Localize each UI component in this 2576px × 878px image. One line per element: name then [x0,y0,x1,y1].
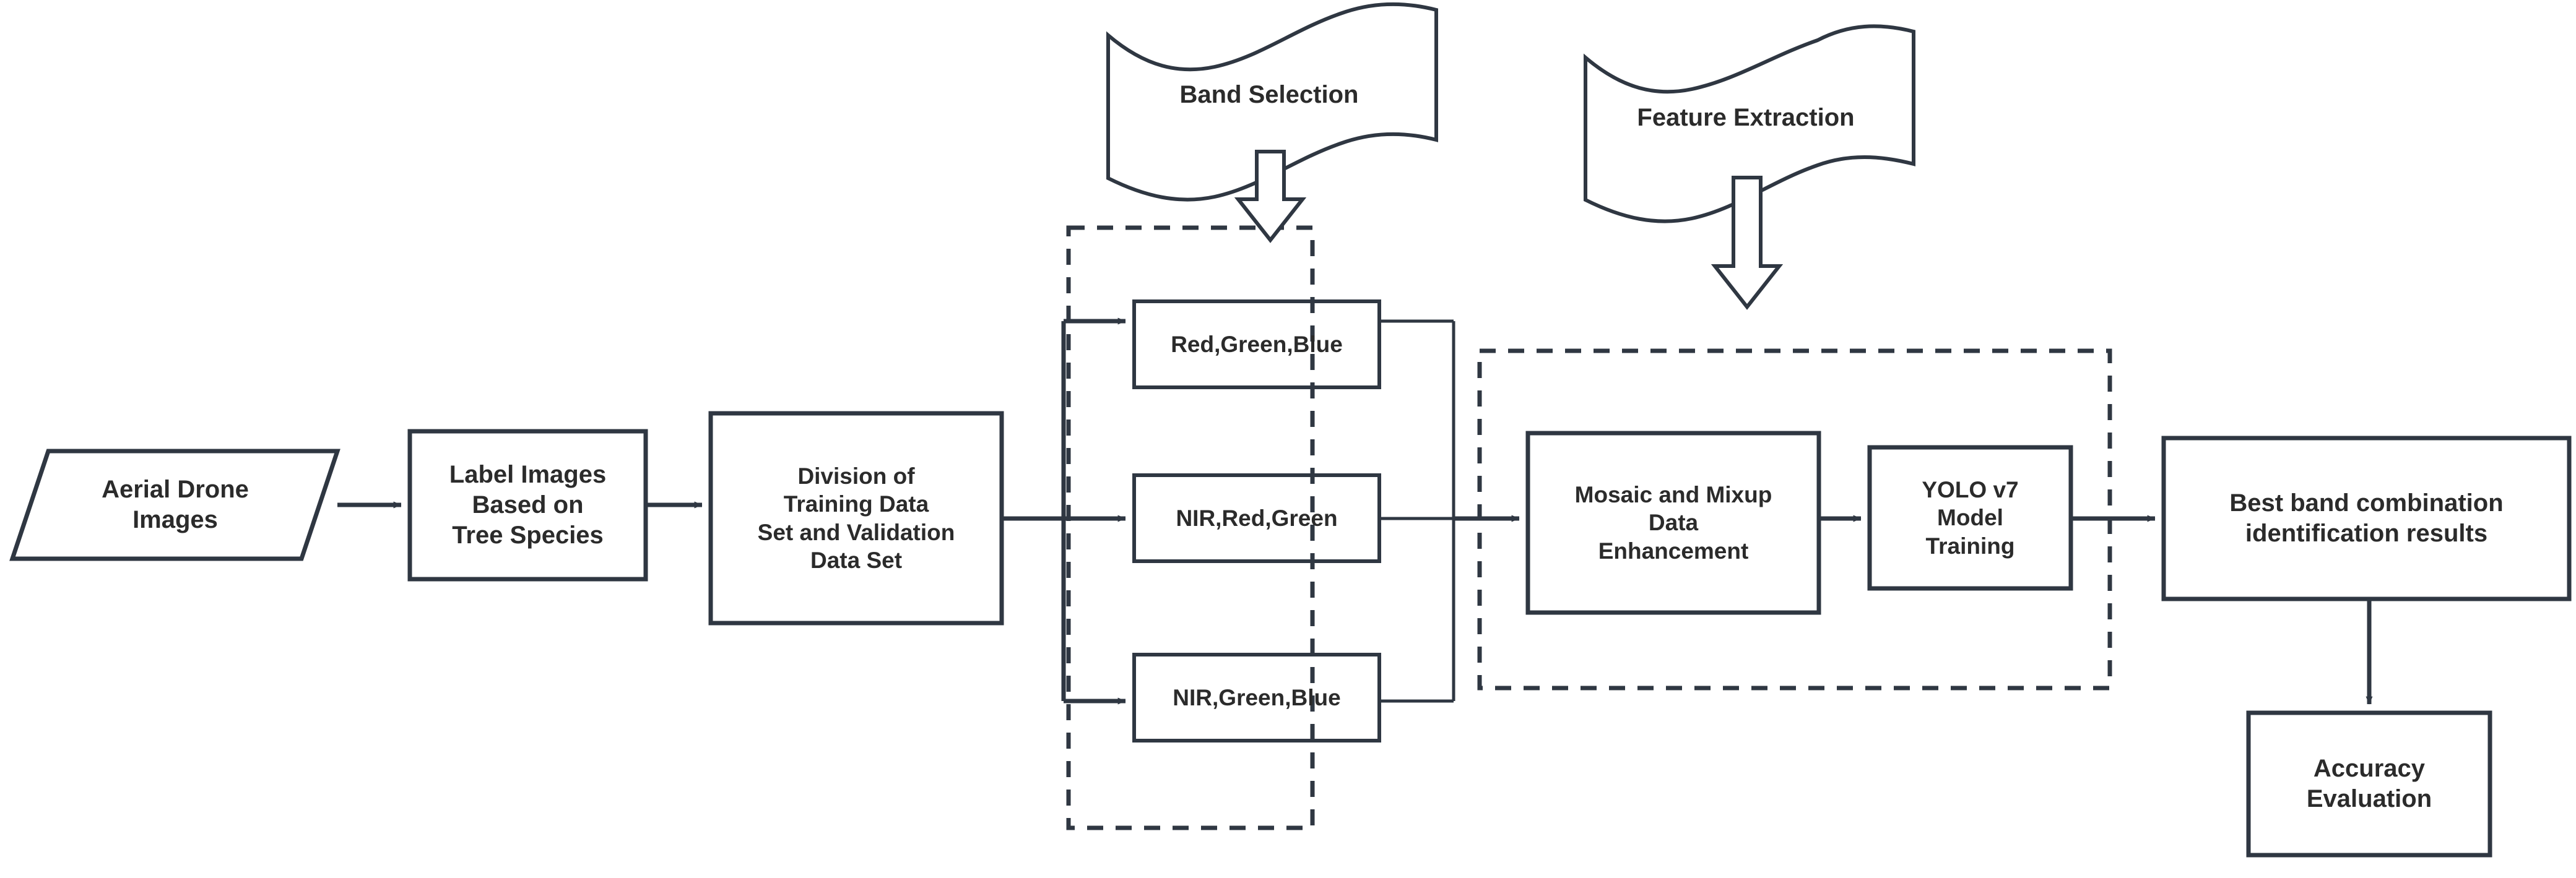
node-band-nir-green-blue [1132,653,1381,742]
banner-band-selection [1106,2,1438,202]
banner-feature-extraction [1584,24,1915,223]
node-best-band-results [2161,436,2572,601]
block-arrow-feature-extraction [1711,176,1784,310]
node-accuracy-evaluation [2246,710,2492,858]
group-band-selection [1066,225,1315,830]
node-yolo-training [1867,445,2073,591]
node-mosaic-mixup [1525,431,1821,615]
node-band-nir-red-green [1132,473,1381,563]
block-arrow-band-selection [1234,150,1307,243]
node-label-images [407,429,648,582]
node-division-data [708,411,1004,626]
node-band-rgb [1132,299,1381,389]
node-aerial-drone-images [9,449,340,561]
